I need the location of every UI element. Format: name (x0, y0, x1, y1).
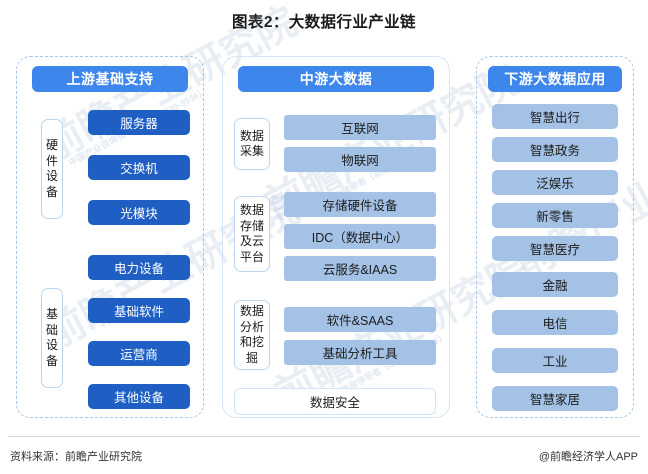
upstream-item-power-equipment[interactable]: 电力设备 (88, 255, 190, 280)
vlabel-line: 数据 (239, 203, 264, 217)
midstream-item-cloud-iaas[interactable]: 云服务&IAAS (284, 256, 436, 281)
vlabel-char: 件 (45, 153, 58, 168)
vlabel-line: 分析 (239, 319, 264, 334)
upstream-item-server[interactable]: 服务器 (88, 110, 190, 135)
midstream-item-software-saas[interactable]: 软件&SAAS (284, 307, 436, 332)
vlabel-line: 数据 (239, 128, 264, 143)
downstream-item-new-retail[interactable]: 新零售 (492, 203, 618, 228)
midstream-item-iot[interactable]: 物联网 (284, 147, 436, 172)
midstream-column (222, 56, 450, 418)
midstream-item-idc[interactable]: IDC（数据中心） (284, 224, 436, 249)
app-attribution: @前瞻经济学人APP (538, 451, 638, 463)
downstream-item-industry[interactable]: 工业 (492, 348, 618, 373)
page-title: 图表2：大数据行业产业链 (232, 14, 416, 31)
midstream-group-label-data-analysis-mining: 数据 分析 和挖 掘 (234, 300, 270, 370)
source-note: 资料来源：前瞻产业研究院 (10, 451, 142, 463)
midstream-group-label-data-storage-cloud: 数据 存储 及云 平台 (234, 196, 270, 272)
downstream-item-finance[interactable]: 金融 (492, 272, 618, 297)
vlabel-line: 平台 (239, 249, 264, 264)
upstream-item-other-equipment[interactable]: 其他设备 (88, 384, 190, 409)
vlabel-line: 采集 (239, 144, 264, 158)
vlabel-line: 和挖 (239, 335, 264, 349)
vlabel-char: 设 (45, 169, 58, 183)
vlabel-char: 硬 (45, 138, 58, 152)
midstream-column-header: 中游大数据 (238, 66, 434, 92)
midstream-item-internet[interactable]: 互联网 (284, 115, 436, 140)
downstream-item-smart-healthcare[interactable]: 智慧医疗 (492, 236, 618, 261)
vlabel-char: 基 (45, 307, 58, 321)
upstream-column-header: 上游基础支持 (32, 66, 188, 92)
downstream-column (476, 56, 634, 418)
upstream-column (16, 56, 204, 418)
downstream-item-smart-government[interactable]: 智慧政务 (492, 137, 618, 162)
upstream-item-basic-software[interactable]: 基础软件 (88, 298, 190, 323)
vlabel-char: 备 (45, 353, 58, 368)
vlabel-char: 设 (45, 338, 58, 352)
midstream-item-basic-analysis-tools[interactable]: 基础分析工具 (284, 340, 436, 365)
downstream-column-header: 下游大数据应用 (488, 66, 622, 92)
upstream-group-label-infrastructure: 基 础 设 备 (41, 288, 63, 388)
upstream-group-label-hardware: 硬 件 设 备 (41, 119, 63, 219)
vlabel-char: 础 (45, 322, 58, 337)
downstream-item-smart-travel[interactable]: 智慧出行 (492, 104, 618, 129)
downstream-item-pan-entertainment[interactable]: 泛娱乐 (492, 170, 618, 195)
midstream-item-data-security[interactable]: 数据安全 (234, 388, 436, 415)
upstream-item-switch[interactable]: 交换机 (88, 155, 190, 180)
midstream-item-storage-hardware[interactable]: 存储硬件设备 (284, 192, 436, 217)
upstream-item-optical-module[interactable]: 光模块 (88, 200, 190, 225)
footer-divider (8, 436, 640, 437)
downstream-item-smart-home[interactable]: 智慧家居 (492, 386, 618, 411)
vlabel-line: 掘 (245, 350, 258, 365)
vlabel-char: 备 (45, 184, 58, 199)
vlabel-line: 及云 (239, 234, 264, 248)
vlabel-line: 存储 (239, 218, 264, 233)
downstream-item-telecom[interactable]: 电信 (492, 310, 618, 335)
vlabel-line: 数据 (239, 304, 264, 318)
midstream-group-label-data-collection: 数据 采集 (234, 118, 270, 170)
upstream-item-operator[interactable]: 运营商 (88, 341, 190, 366)
